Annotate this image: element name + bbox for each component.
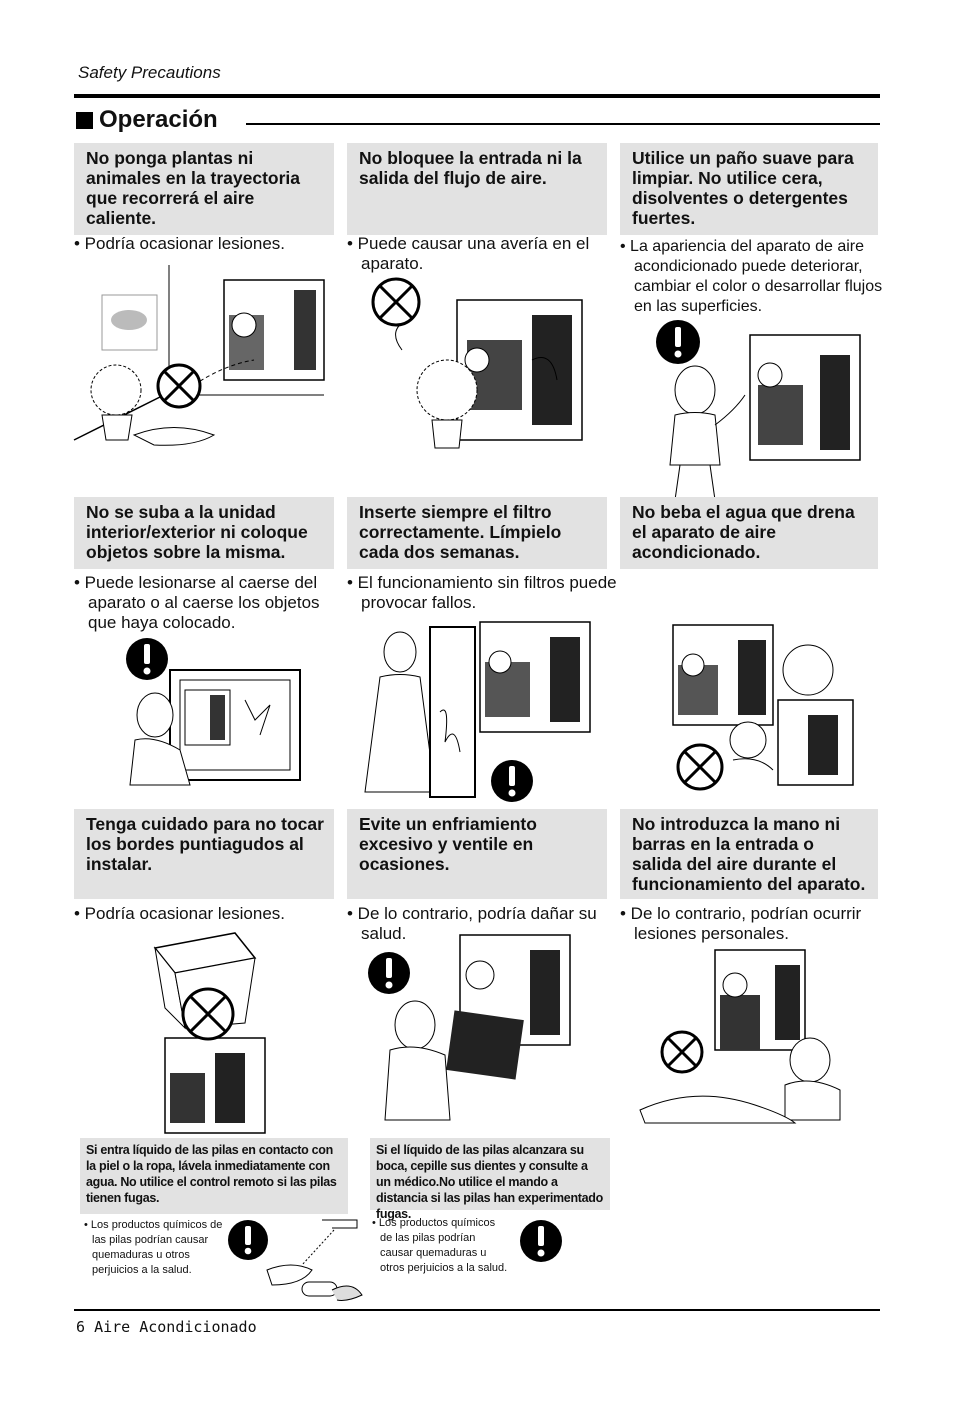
caution-note-filter: • El funcionamiento sin filtros puede pr… [347, 573, 617, 612]
exclamation-icon [228, 1220, 268, 1260]
prohibited-icon [371, 277, 421, 327]
battery-warning-mouth: Si el líquido de las pilas alcanzara su … [370, 1138, 610, 1221]
illustration-ventilation [384, 934, 571, 1121]
exclamation-icon [656, 320, 700, 364]
caution-box-cleaning: Utilice un paño suave para limpiar. No u… [620, 143, 878, 235]
caution-box-filter: Inserte siempre el filtro correctamente.… [347, 497, 607, 569]
top-rule [74, 94, 880, 98]
section-title: Operación [99, 106, 218, 133]
caution-note-climbing: • Puede lesionarse al caerse del aparato… [74, 573, 320, 632]
battery-warning-mouth-note: • Los productos químicos de las pilas po… [372, 1217, 508, 1274]
caution-box-overcooling: Evite un enfriamiento excesivo y ventile… [347, 809, 607, 899]
bottom-rule [74, 1309, 880, 1311]
illustration-cleaning [669, 334, 861, 501]
exclamation-icon [491, 760, 533, 802]
illustration-drain-water [672, 624, 854, 786]
caution-box-airflow: No bloquee la entrada ni la salida del f… [347, 143, 607, 235]
page-number: 6 [76, 1318, 86, 1336]
exclamation-icon [368, 952, 410, 994]
caution-box-climbing: No se suba a la unidad interior/exterior… [74, 497, 334, 569]
prohibited-icon [660, 1030, 704, 1074]
illustration-hands-bars [639, 949, 841, 1124]
illustration-blocked-airflow [395, 299, 583, 449]
title-rule [246, 123, 880, 125]
battery-warning-skin-note: • Los productos químicos de las pilas po… [84, 1219, 223, 1276]
caution-box-drain-water: No beba el agua que drena el aparato de … [620, 497, 878, 569]
prohibited-icon [181, 987, 235, 1041]
battery-warning-skin: Si entra líquido de las pilas en contact… [80, 1138, 348, 1214]
caution-note-cleaning: • La apariencia del aparato de aire acon… [620, 238, 883, 315]
exclamation-icon [126, 638, 168, 680]
caution-note-sharp-edges: • Podría ocasionar lesiones. [74, 904, 286, 923]
caution-box-sharp-edges: Tenga cuidado para no tocar los bordes p… [74, 809, 334, 899]
illustration-filter [364, 621, 591, 798]
caution-note-overcooling: • De lo contrario, podría dañar su salud… [347, 904, 597, 943]
caution-note-hands-bars: • De lo contrario, podrían ocurrir lesio… [620, 904, 862, 943]
square-bullet-icon [76, 111, 93, 129]
caution-note-plants: • Podría ocasionar lesiones. [74, 234, 286, 253]
exclamation-icon [520, 1220, 562, 1262]
page-footer: 6 Aire Acondicionado [76, 1318, 257, 1336]
section-heading: Operación [76, 106, 218, 134]
illustration-plants-pets [73, 265, 325, 446]
illustration-climbing [129, 669, 301, 786]
prohibited-icon [156, 363, 202, 409]
illustration-sharp-edges [153, 932, 266, 1134]
prohibited-icon [676, 743, 724, 791]
footer-title: Aire Acondicionado [94, 1318, 257, 1336]
running-header: Safety Precautions [78, 63, 221, 82]
caution-box-plants: No ponga plantas ni animales en la traye… [74, 143, 334, 235]
caution-note-airflow: • Puede causar una avería en el aparato. [347, 234, 590, 273]
caution-box-hands-bars: No introduzca la mano ni barras en la en… [620, 809, 878, 899]
illustration-washing-battery [266, 1219, 363, 1301]
